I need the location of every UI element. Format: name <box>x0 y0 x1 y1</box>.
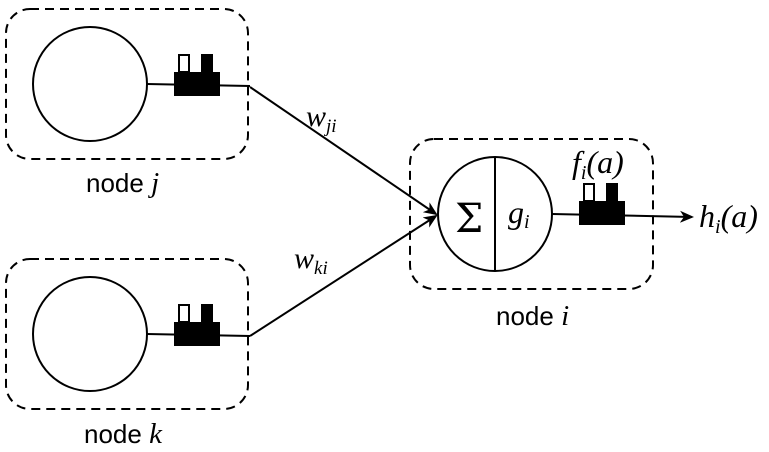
summation-symbol: Σ <box>455 196 483 242</box>
node-k-circle <box>32 276 148 392</box>
weight-ki-label: wki <box>294 242 328 279</box>
node-k-label: node k <box>84 418 163 450</box>
edge-j-to-i <box>249 86 438 216</box>
node-j-label: node j <box>86 167 159 199</box>
node-j-dashed-box <box>5 8 249 160</box>
node-i-group: Σ gi fi(a) node i <box>409 138 694 332</box>
node-k-dashed-box <box>5 258 249 410</box>
delay-block-icon <box>174 304 220 346</box>
node-j-circle <box>32 26 148 142</box>
node-i-dashed-box <box>409 138 654 290</box>
delay-block-icon <box>579 183 625 225</box>
node-k-group: node k <box>5 258 251 450</box>
output-label: hi(a) <box>699 198 758 238</box>
node-i-label: node i <box>496 300 569 332</box>
transfer-function-label: fi(a) <box>572 144 624 184</box>
weight-ji-label: wji <box>306 100 337 137</box>
delay-block-icon <box>174 54 220 96</box>
node-j-group: node j <box>5 8 251 199</box>
edge-k-to-i <box>249 214 438 337</box>
activation-function-label: gi <box>508 194 530 233</box>
